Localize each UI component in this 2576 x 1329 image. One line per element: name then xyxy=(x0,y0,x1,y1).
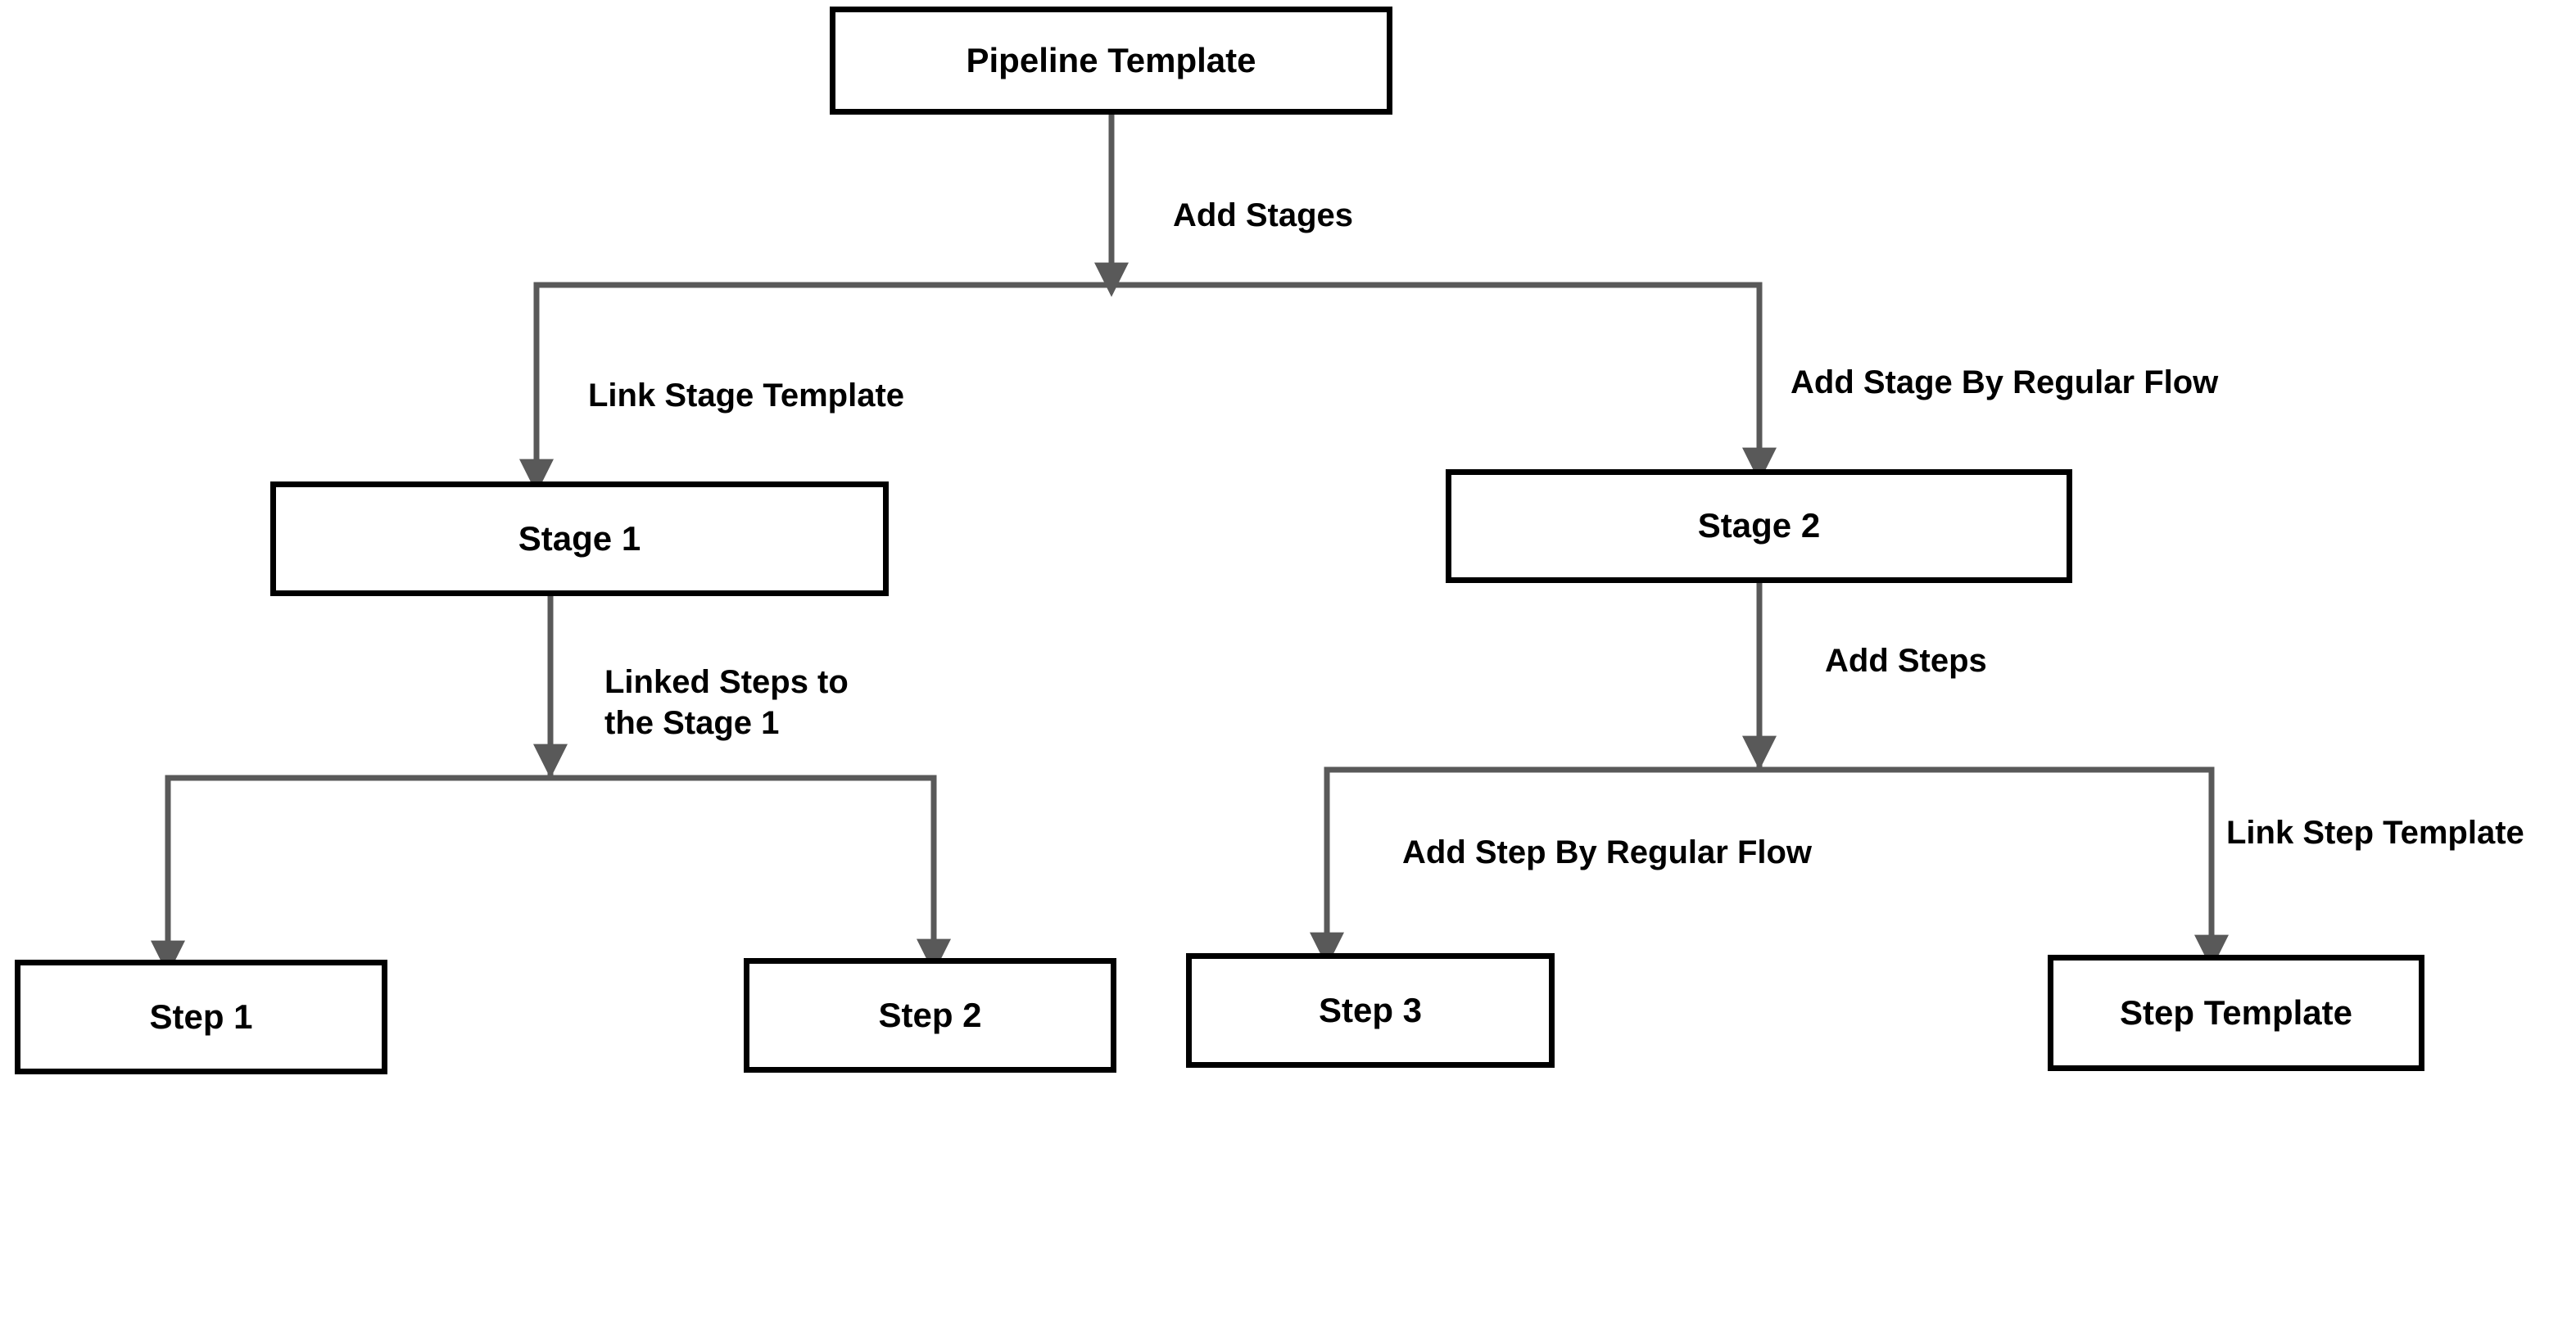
node-step-template-label: Step Template xyxy=(2120,992,2352,1032)
node-pipeline-template-label: Pipeline Template xyxy=(966,40,1256,79)
node-stage-2-label: Stage 2 xyxy=(1697,506,1821,545)
edge-label-add-step-by-regular-flow: Add Step By Regular Flow xyxy=(1402,834,1813,870)
edge-label-link-step-template: Link Step Template xyxy=(2226,815,2524,851)
node-step-2[interactable]: Step 2 xyxy=(744,958,1116,1073)
edge-label-add-steps: Add Steps xyxy=(1825,643,1987,679)
node-step-2-label: Step 2 xyxy=(878,995,982,1034)
node-stage-1-label: Stage 1 xyxy=(518,518,641,558)
node-step-3[interactable]: Step 3 xyxy=(1186,953,1555,1068)
node-stage-2[interactable]: Stage 2 xyxy=(1446,469,2072,583)
edge-label-linked-steps-to-the-stage-1: Linked Steps to the Stage 1 xyxy=(604,664,849,741)
node-step-template[interactable]: Step Template xyxy=(2048,955,2424,1071)
node-stage-1[interactable]: Stage 1 xyxy=(270,481,889,596)
edge-label-link-stage-template: Link Stage Template xyxy=(588,377,905,414)
node-step-1[interactable]: Step 1 xyxy=(15,960,387,1074)
node-step-3-label: Step 3 xyxy=(1318,990,1423,1029)
edge-label-add-stage-by-regular-flow: Add Stage By Regular Flow xyxy=(1791,364,2219,400)
node-step-1-label: Step 1 xyxy=(149,997,253,1036)
node-pipeline-template[interactable]: Pipeline Template xyxy=(830,7,1392,115)
edge-label-add-stages: Add Stages xyxy=(1173,197,1354,233)
